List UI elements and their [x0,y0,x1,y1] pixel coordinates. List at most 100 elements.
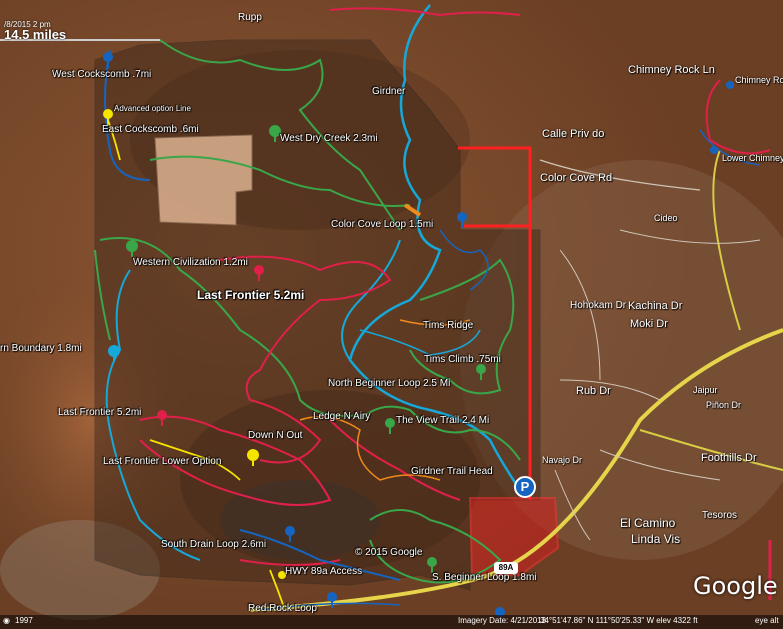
status-bar: ◉ 1997 Imagery Date: 4/21/2013 34°51'47.… [0,615,783,629]
street [554,469,591,541]
street-label: Cideo [654,213,678,223]
pin [103,52,113,68]
street-label: Lower Chimney [722,153,783,163]
street-label: Chimney Rock Ln [628,64,715,76]
street-label: Linda Vis [631,532,681,546]
pin [385,418,395,434]
trail-color-cove [439,229,489,291]
street-label: El Camino [620,516,676,530]
road [639,429,783,471]
trail-girdner [341,239,401,361]
trail-label[interactable]: North Beginner Loop 2.5 Mi [328,378,451,389]
trail-label[interactable]: Red Rock Loop [248,603,317,614]
trail-west-dry-creek [159,39,401,231]
trail-lower-option [149,439,241,481]
trail-red-top [329,7,521,17]
trail-label[interactable]: Girdner Trail Head [411,466,493,477]
trail-label[interactable]: Western Civilization 1.2mi [133,257,248,268]
trail-label[interactable]: South Drain Loop 2.6mi [161,539,267,550]
pin [457,212,467,228]
road [712,149,741,331]
pin [285,526,295,542]
trail-red-rock [259,602,401,611]
trail-red-far-east [705,79,771,155]
red-parcel [468,497,560,576]
trail-label[interactable]: Tims Climb .75mi [424,354,501,365]
tour-distance: 14.5 miles [4,27,67,42]
trail-label[interactable]: HWY 89a Access [285,566,363,577]
trail-orange [403,203,422,217]
trail-label[interactable]: Tims Ridge [423,320,474,331]
trail-lower-chimney [699,129,761,166]
street-label: Color Cove Rd [540,172,613,184]
imagery-date: Imagery Date: 4/21/2013 [458,616,547,625]
red-boundary [458,146,532,228]
trail-label[interactable]: Ledge N Airy [313,411,371,422]
street-label: Hohokam Dr [570,300,627,311]
street-label: Rupp [238,12,262,23]
street-label: Tesoros [702,510,738,521]
trail-red-east [329,419,461,501]
trail-east-cockscomb [107,119,121,161]
street [559,379,661,401]
trail-label[interactable]: Last Frontier 5.2mi [197,288,305,302]
terrain-patch [0,520,160,620]
street [559,249,601,381]
trail-last-frontier [219,255,392,464]
pin [103,109,113,125]
imagery-year: 1997 [15,616,33,625]
trail-label[interactable]: The View Trail 2.4 Mi [396,415,490,426]
trail-label[interactable]: Last Frontier Lower Option [103,456,222,467]
globe-icon: ◉ [3,616,10,625]
trail-ledge-n-airy [299,415,441,481]
trail-tims-ridge [399,319,471,326]
trail-label[interactable]: Last Frontier 5.2mi [58,407,142,418]
pin [327,592,337,608]
trail-north-beginner [409,258,515,395]
trail-label[interactable]: Color Cove Loop 1.5mi [331,219,434,230]
terrain-patch [460,160,783,560]
street-label: Jaipur [693,385,718,395]
copyright-label: © 2015 Google [355,547,423,558]
trail-label[interactable]: East Cockscomb .6mi [102,124,199,135]
parking-icon[interactable]: P [514,476,536,498]
pin [278,571,286,579]
trail-label[interactable]: West Cockscomb .7mi [52,69,152,80]
street [539,159,701,191]
pin [247,449,259,466]
trail-boundary [105,269,201,561]
street-label: Chimney Roc [735,75,783,85]
trail-girdner [348,4,522,491]
highway-89a [249,328,783,612]
pin [427,557,437,573]
coordinates: 34°51'47.86" N 111°50'25.33" W elev 4322… [540,616,698,625]
highway-shield: 89A [494,562,518,574]
trail-label[interactable]: S. Beginner Loop 1.8mi [432,572,537,583]
trail-label[interactable]: West Dry Creek 2.3mi [280,133,378,144]
eye-altitude: eye alt [755,616,779,625]
pin [126,240,138,257]
terrain-patch [0,260,200,580]
trail-south-drain [239,529,401,581]
trail-hwy-access [269,569,286,611]
trail-western-civ [99,237,361,417]
street-label: Rub Dr [576,385,611,397]
street-label: Calle Priv do [542,128,605,140]
trail-green-west [94,249,111,341]
trail-label[interactable]: rn Boundary 1.8mi [0,343,82,354]
trail-s-beginner [369,509,502,584]
pin [157,410,167,426]
trail-label[interactable]: Girdner [372,86,406,97]
trail-green [149,155,411,207]
trail-label[interactable]: Advanced option Line [114,104,191,113]
street-label: Navajo Dr [542,455,583,465]
trail-label[interactable]: Down N Out [248,430,303,441]
street-label: Piñon Dr [706,400,742,410]
pin [108,345,120,362]
pin [476,364,486,380]
tour-date: /8/2015 2 pm [4,20,51,29]
google-logo: Google [693,572,778,600]
pin [269,125,281,142]
